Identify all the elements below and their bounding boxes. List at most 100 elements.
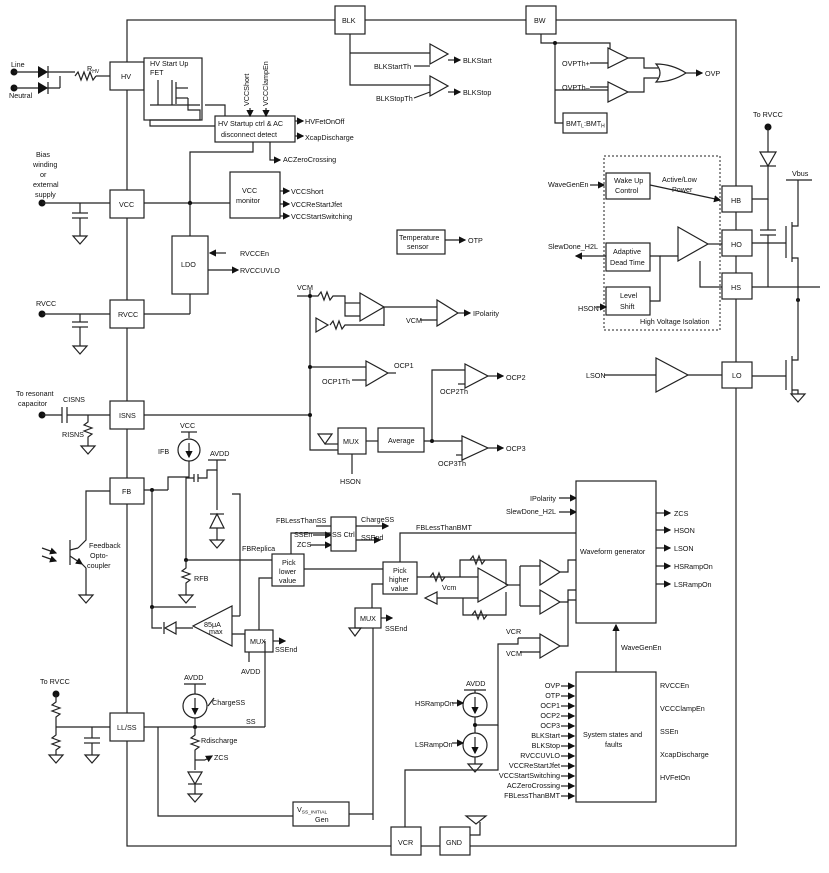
- ovpth-plus-label: OVPTh+: [562, 59, 590, 68]
- pick-higher-value-block: [382, 561, 418, 595]
- state-input-label: OCP2: [540, 711, 560, 720]
- system-states-label-2: faults: [605, 740, 623, 749]
- aczerocrossing-top-label: ACZeroCrossing: [283, 155, 336, 164]
- pin-vcr-label: VCR: [398, 838, 413, 847]
- temperature-sensor-label-2: sensor: [407, 242, 429, 251]
- feedback-label-3: coupler: [87, 561, 111, 570]
- pin-isns-label: ISNS: [119, 411, 136, 420]
- blkstartth-label: BLKStartTh: [374, 62, 411, 71]
- vccclampen-top-label: VCCClampEn: [261, 61, 270, 106]
- error-amp-icon: [191, 605, 233, 647]
- temperature-sensor-block: [396, 229, 446, 255]
- ipolarity-in-label: IPolarity: [530, 494, 556, 503]
- chargess-ss-label: ChargeSS: [212, 698, 245, 707]
- diode-icon: [186, 771, 204, 786]
- resistor-icon: [469, 554, 486, 566]
- ground-icon: [208, 539, 226, 549]
- rvcc-label: RVCC: [36, 299, 56, 308]
- vcc-monitor-label-1: VCC: [242, 186, 257, 195]
- pin-hs-label: HS: [731, 283, 741, 292]
- pin-ho: [721, 229, 753, 257]
- state-output-label: VCCClampEn: [660, 704, 705, 713]
- ground-icon: [79, 445, 97, 455]
- bias-label-2: winding: [32, 160, 57, 169]
- current-85ua-label-1: 85μA: [204, 620, 221, 629]
- vccshort-label: VCCShort: [291, 187, 323, 196]
- wavegenen-state-label: WaveGenEn: [621, 643, 661, 652]
- avdd-fb-label: AVDD: [210, 449, 229, 458]
- wave-out-lson: LSON: [674, 544, 694, 553]
- risns-label: RISNS: [62, 430, 84, 439]
- wake-up-control-label-2: Control: [615, 186, 639, 195]
- ssen-label: SSEn: [294, 530, 312, 539]
- wave-out-zcs: ZCS: [674, 509, 689, 518]
- line-label: Line: [11, 60, 25, 69]
- pin-hv-label: HV: [121, 72, 131, 81]
- otp-label: OTP: [468, 236, 483, 245]
- pin-bw: [525, 5, 557, 35]
- vss-initial-gen-block: [292, 801, 350, 827]
- state-input-label: OTP: [545, 691, 560, 700]
- ss-ctrl-label: SS Ctrl: [332, 530, 355, 539]
- to-resonant-label-2: capacitor: [18, 399, 48, 408]
- mux-fb-label: MUX: [250, 637, 266, 646]
- ground-icon: [177, 594, 195, 604]
- wave-out-hson: HSON: [674, 526, 695, 535]
- pin-rvcc: [109, 299, 145, 329]
- pin-llss-label: LL/SS: [117, 723, 137, 732]
- state-input-label: ACZeroCrossing: [507, 781, 560, 790]
- pin-fb-label: FB: [122, 487, 131, 496]
- zcs-ssctrl-label: ZCS: [297, 540, 312, 549]
- blkstart-label: BLKStart: [463, 56, 492, 65]
- state-input-label: OCP1: [540, 701, 560, 710]
- ground-icon: [77, 594, 95, 604]
- pin-hb: [721, 185, 753, 213]
- vss-initial-gen-label-1: VSS_INITIAL: [297, 805, 327, 816]
- current-85ua-label-2: max: [209, 627, 223, 636]
- hvfetonoff-label: HVFetOnOff: [305, 117, 344, 126]
- ground-icon: [71, 235, 89, 245]
- hv-startup-ctrl-label-1: HV Startup ctrl & AC: [218, 119, 283, 128]
- pin-lo-label: LO: [732, 371, 742, 380]
- adaptive-dead-time-label-1: Adaptive: [613, 247, 641, 256]
- ovp-label: OVP: [705, 69, 720, 78]
- ground-icon: [71, 345, 89, 355]
- vccstartswitching-label: VCCStartSwitching: [291, 212, 352, 221]
- pick-lower-label-2: lower: [279, 567, 297, 576]
- state-output-label: HVFetOn: [660, 773, 690, 782]
- blkstop-label: BLKStop: [463, 88, 491, 97]
- feedback-label-2: Opto-: [90, 551, 109, 560]
- state-output-label: RVCCEn: [660, 681, 689, 690]
- pick-higher-label-3: value: [391, 584, 408, 593]
- vcc-monitor-label-2: monitor: [236, 196, 261, 205]
- state-output-label: XcapDischarge: [660, 750, 709, 759]
- fblessthanss-label: FBLessThanSS: [276, 516, 327, 525]
- state-output-label: SSEn: [660, 727, 678, 736]
- buffer-icon: [315, 316, 330, 334]
- bias-label-5: supply: [35, 190, 56, 199]
- ssend-out-label: SSEnd: [361, 533, 383, 542]
- ssend-mux-fb-label: SSEnd: [275, 645, 297, 654]
- state-input-label: FBLessThanBMT: [504, 791, 561, 800]
- vss-initial-gen-label-2: Gen: [315, 815, 329, 824]
- state-input-label: BLKStop: [532, 741, 560, 750]
- diode-icon: [38, 66, 48, 78]
- neutral-label: Neutral: [9, 91, 33, 100]
- feedback-label-1: Feedback: [89, 541, 121, 550]
- adaptive-dead-time-label-2: Dead Time: [610, 258, 645, 267]
- system-states-label-1: System states and: [583, 730, 642, 739]
- bmt-block: [562, 112, 608, 134]
- bias-label-1: Bias: [36, 150, 50, 159]
- vcm-top-label: VCM: [297, 283, 313, 292]
- hv-isolation-boundary: [603, 155, 721, 331]
- zener-icon: [209, 512, 225, 529]
- pin-fb: [109, 477, 145, 505]
- hsrampon-in-label: HSRampOn: [415, 699, 454, 708]
- ldo-label: LDO: [181, 260, 196, 269]
- diode-icon: [163, 620, 177, 636]
- ls-driver-icon: [655, 357, 690, 393]
- vcm-diff-label: Vcm: [442, 583, 456, 592]
- bias-label-3: or: [40, 170, 47, 179]
- avdd-ramp-label: AVDD: [466, 679, 485, 688]
